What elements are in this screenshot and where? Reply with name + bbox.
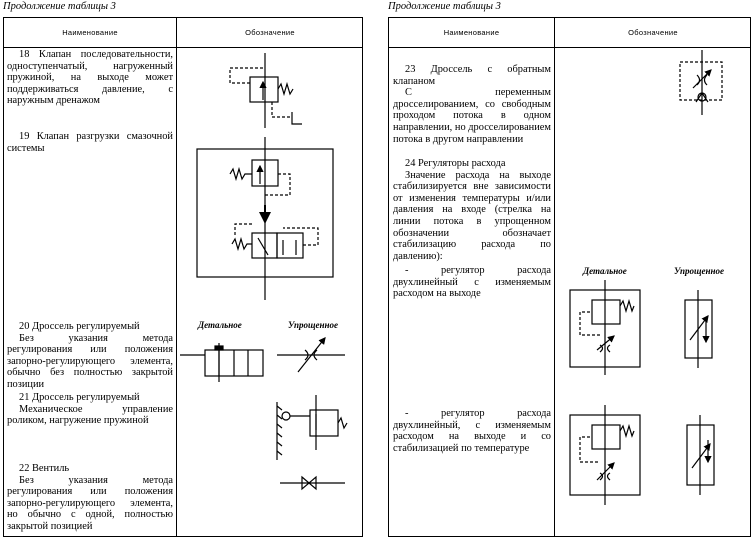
throttle-detailed-symbol <box>180 343 264 382</box>
item-23-title: 23 Дроссель с обратным клапаном <box>393 64 551 87</box>
item-20-body: Без указания метода регулирования или по… <box>7 332 173 390</box>
item-24b-body: - регулятор расхода двухлинейный, с изме… <box>393 408 551 454</box>
right-header-name: Наименование <box>443 28 500 37</box>
flow-regulator-simplified-symbol <box>684 290 713 368</box>
unloading-valve-symbol <box>196 137 334 300</box>
item-20-text: 20 Дроссель регулируемый Без указания ме… <box>7 321 173 391</box>
left-header-symbol: Обозначение <box>245 28 295 37</box>
item-22-text: 22 Вентиль Без указания метода регулиров… <box>7 463 173 533</box>
item-23-body: С переменным дросселированием, со свобод… <box>393 87 551 145</box>
right-header-rule <box>389 47 750 48</box>
right-header-symbol: Обозначение <box>628 28 678 37</box>
item-24b-text: - регулятор расхода двухлинейный, с изме… <box>393 408 551 454</box>
item-21-text: 21 Дроссель регулируемый Механическое уп… <box>7 392 173 427</box>
item-24-body: Значение расхода на выходе стабилизирует… <box>393 169 551 262</box>
left-detailed-label: Детальное <box>198 320 242 330</box>
left-column-divider <box>176 18 177 536</box>
item-22-body: Без указания метода регулирования или по… <box>7 474 173 532</box>
roller-throttle-symbol <box>276 395 348 460</box>
item-24a-text: - регулятор расхода двухлинейный с измен… <box>393 265 551 300</box>
item-24-title: 24 Регуляторы расхода <box>405 158 506 169</box>
flow-regulator-temp-simplified-symbol <box>686 415 715 495</box>
item-19-text: 19 Клапан разгрузки смазочной системы <box>7 131 173 154</box>
item-23-text: 23 Дроссель с обратным клапаном С переме… <box>393 64 551 145</box>
item-21-title: 21 Дроссель регулируемый <box>19 392 140 403</box>
sequence-valve-symbol <box>229 53 302 128</box>
throttle-simplified-symbol <box>277 337 345 373</box>
item-18-text: 18 Клапан последовательности, одноступен… <box>7 49 173 107</box>
right-column-divider <box>554 18 555 536</box>
item-20-title: 20 Дроссель регулируемый <box>19 321 140 332</box>
left-header-name: Наименование <box>62 28 118 37</box>
right-simplified-label: Упрощенное <box>674 266 724 276</box>
item-24a-body: - регулятор расхода двухлинейный с измен… <box>393 265 551 300</box>
item-21-body: Механическое управление роликом, нагруже… <box>7 403 173 427</box>
throttle-check-valve-symbol <box>679 50 723 115</box>
item-24-text: 24 Регуляторы расхода Значение расхода н… <box>393 158 551 262</box>
left-simplified-label: Упрощенное <box>288 320 338 330</box>
right-table: Наименование Обозначение 23 Дроссель с о… <box>388 17 751 537</box>
flow-regulator-detailed-symbol <box>569 280 641 375</box>
right-detailed-label: Детальное <box>583 266 627 276</box>
shutoff-valve-symbol <box>280 475 345 491</box>
flow-regulator-temp-detailed-symbol <box>569 405 641 505</box>
left-header-rule <box>4 47 362 48</box>
left-table: Наименование Обозначение 18 Клапан после… <box>3 17 363 537</box>
left-continuation-title: Продолжение таблицы 3 <box>3 1 116 12</box>
right-continuation-title: Продолжение таблицы 3 <box>388 1 501 12</box>
item-22-title: 22 Вентиль <box>19 463 70 474</box>
